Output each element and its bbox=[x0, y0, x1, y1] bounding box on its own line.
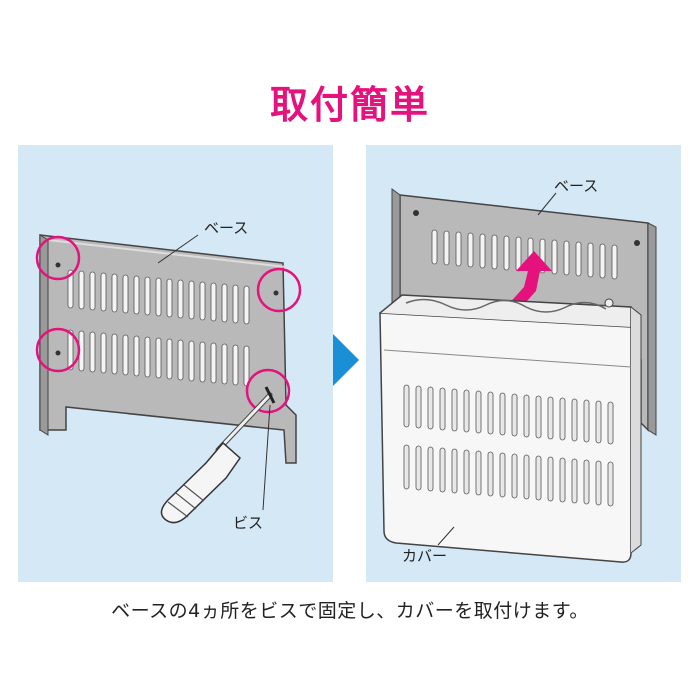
instruction-caption: ベースの4ヵ所をビスで固定し、カバーを取付けます。 bbox=[111, 600, 589, 622]
base-label: ベース bbox=[554, 177, 598, 195]
step-cover-attaching-panel: ベース カバー bbox=[366, 145, 681, 582]
screwdriver-icon bbox=[160, 386, 276, 524]
base-label: ベース bbox=[204, 219, 248, 237]
cover-label: カバー bbox=[402, 547, 447, 565]
lift-up-arrow-icon bbox=[506, 251, 552, 311]
vent-slots bbox=[67, 269, 250, 387]
cover-body bbox=[379, 312, 632, 563]
step-base-mounting-panel: ベース ビス bbox=[18, 145, 333, 582]
next-step-arrow-icon bbox=[333, 334, 359, 386]
cover-vent-slots bbox=[403, 384, 614, 507]
page-title: 取付簡単 bbox=[269, 83, 430, 127]
cover-attaching-illustration: ベース カバー bbox=[379, 177, 657, 565]
screw-point-markers bbox=[35, 235, 302, 414]
base-vent-slots bbox=[431, 229, 618, 280]
screw-label: ビス bbox=[233, 514, 263, 532]
base-mounting-illustration: ベース ビス bbox=[35, 219, 302, 532]
